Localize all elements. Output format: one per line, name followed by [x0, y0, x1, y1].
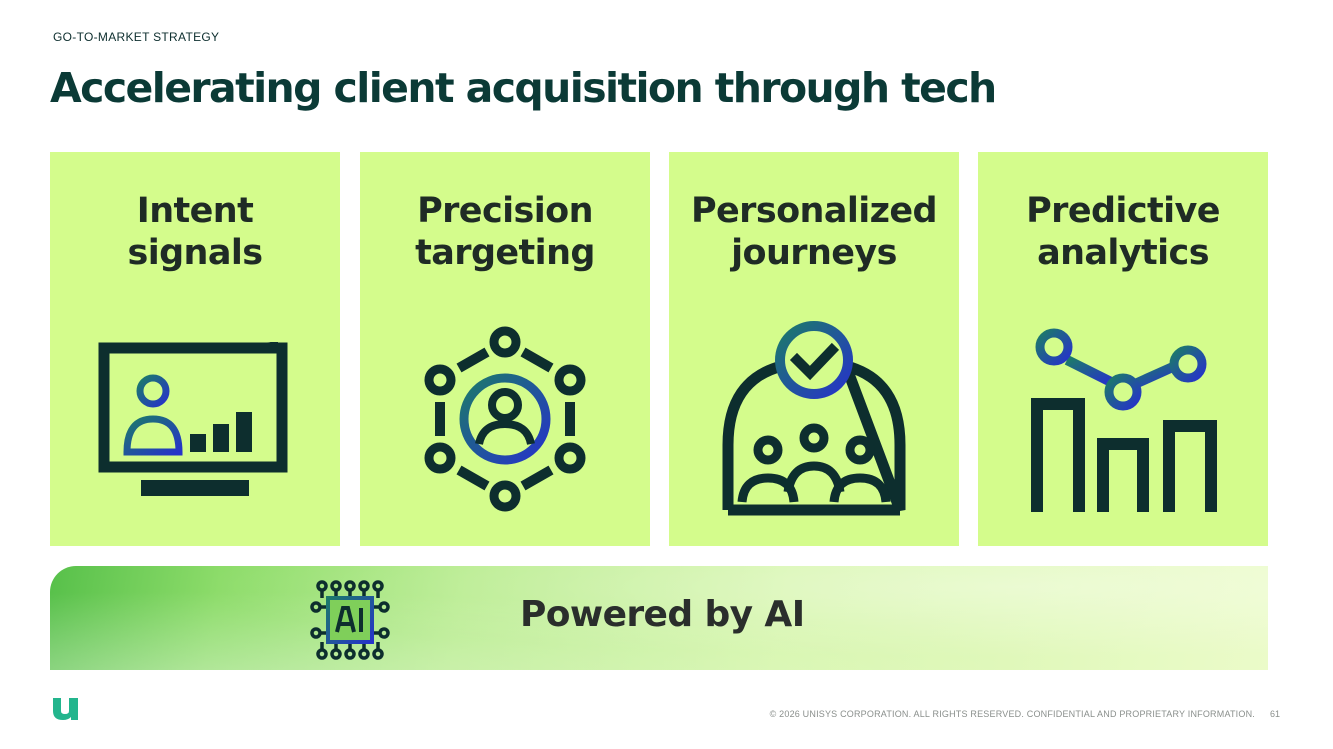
card-personalized-journeys: Personalized journeys	[669, 152, 959, 546]
slide-title: Accelerating client acquisition through …	[50, 64, 997, 112]
card-title: Intent signals	[127, 191, 263, 273]
ai-chip-icon	[310, 580, 390, 660]
footer-copyright: © 2026 UNISYS CORPORATION. ALL RIGHTS RE…	[769, 709, 1255, 719]
page-number: 61	[1270, 709, 1281, 719]
monitor-user-chart-icon	[98, 342, 288, 496]
card-title: Precision targeting	[415, 191, 595, 273]
card-title: Predictive analytics	[1026, 191, 1220, 273]
card-precision-targeting: Precision targeting	[360, 152, 650, 546]
audience-checkmark-icon	[722, 321, 906, 516]
powered-by-ai-banner: Powered by AI	[50, 566, 1268, 670]
user-network-target-icon	[424, 326, 586, 512]
banner-text: Powered by AI	[520, 594, 805, 635]
unisys-u-logo-icon	[53, 698, 78, 720]
card-title: Personalized journeys	[690, 191, 938, 273]
card-intent-signals: Intent signals	[50, 152, 340, 546]
bar-trend-line-icon	[1031, 328, 1217, 512]
banner-sheen	[50, 566, 1268, 670]
card-predictive-analytics: Predictive analytics	[978, 152, 1268, 546]
slide-eyebrow: GO-TO-MARKET STRATEGY	[53, 30, 220, 44]
